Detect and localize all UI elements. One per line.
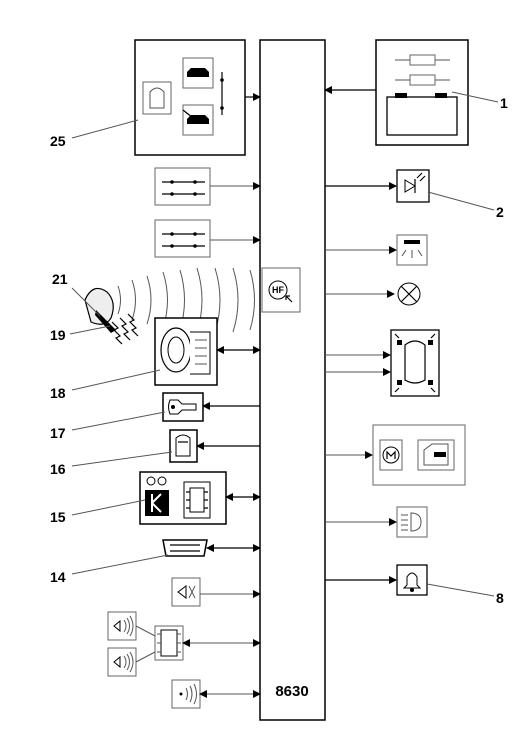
car-interior-sensor-icon	[142, 81, 172, 115]
callout-1: 1	[500, 95, 508, 111]
diagnostic-connector-icon	[162, 539, 208, 557]
callout-leader-1	[451, 91, 499, 103]
speaker-icon	[107, 611, 137, 641]
callout-leader-14	[71, 554, 169, 575]
bulb-icon	[397, 282, 421, 306]
door-status-module	[134, 39, 246, 156]
lamp-icon	[396, 234, 428, 266]
hf-receiver: HF	[261, 267, 301, 313]
speaker-icon	[107, 647, 137, 677]
callout-leader-15	[71, 499, 146, 516]
control-unit-label: 8630	[275, 683, 308, 700]
callout-25: 25	[50, 133, 66, 149]
callout-8: 8	[496, 590, 504, 606]
locking-motor-module	[372, 424, 466, 486]
car-indicators-icon	[390, 329, 440, 397]
car-unlocked-icon	[182, 104, 214, 136]
callout-19: 19	[50, 327, 66, 343]
callout-15: 15	[50, 509, 66, 525]
callout-leader-17	[71, 411, 166, 431]
steering-lock-icon	[154, 317, 218, 386]
headlamp-icon	[396, 506, 428, 538]
switch-icon	[154, 167, 211, 206]
remote-key-icon	[84, 287, 139, 345]
callout-2: 2	[496, 204, 504, 220]
callout-leader-25	[71, 119, 139, 139]
central-control-unit	[259, 39, 326, 721]
callout-leader-2	[427, 191, 495, 211]
callout-leader-18	[71, 369, 161, 391]
callout-21: 21	[52, 271, 68, 287]
key-icon	[162, 392, 204, 422]
siren-icon	[171, 577, 201, 607]
callout-14: 14	[50, 569, 66, 585]
callout-leader-19	[69, 325, 111, 335]
audio-interface-chip	[154, 625, 184, 661]
sensor-icon	[171, 679, 201, 709]
immobilizer-icon	[139, 471, 227, 525]
callout-leader-8	[426, 583, 495, 597]
callout-leader-16	[71, 451, 173, 467]
car-top-icon	[169, 429, 198, 463]
callout-leader-21	[71, 287, 101, 317]
door-lock-icon	[417, 439, 455, 471]
motor-icon	[379, 439, 403, 471]
led-icon	[396, 169, 430, 203]
callout-17: 17	[50, 425, 66, 441]
car-locked-icon	[182, 57, 214, 89]
switch-icon	[154, 219, 211, 258]
callout-18: 18	[50, 385, 66, 401]
buzzer-icon	[396, 564, 428, 596]
hf-label: HF	[272, 285, 284, 295]
callout-16: 16	[50, 461, 66, 477]
fuse-battery-icon	[375, 39, 469, 146]
